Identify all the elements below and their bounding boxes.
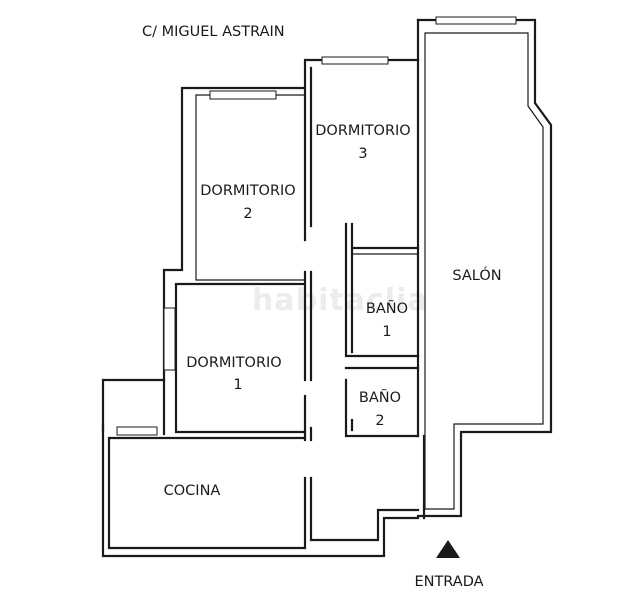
room-label-dormitorio1: DORMITORIO [186,355,281,371]
salon-inner-wall [424,32,544,510]
bano1-walls [344,222,420,358]
salon-window [435,16,517,25]
bano2-walls [344,366,420,438]
room-label-dormitorio3-number: 3 [358,146,367,162]
watermark: habitaclia [252,283,429,318]
room-label-bano1: BAÑO [366,300,408,317]
entrance-label: ENTRADA [414,574,483,590]
dormitorio1-window [163,307,176,371]
cocina-walls [101,422,420,558]
cocina-window [116,426,158,436]
dormitorio2-window [209,90,277,100]
room-label-bano2: BAÑO [359,389,401,406]
room-label-bano2-number: 2 [375,413,384,429]
salon-walls [416,18,553,518]
street-label: C/ MIGUEL ASTRAIN [142,24,285,40]
room-label-dormitorio3: DORMITORIO [315,123,410,139]
room-label-dormitorio2: DORMITORIO [200,183,295,199]
room-label-salon: SALÓN [452,266,501,284]
room-label-cocina: COCINA [164,483,221,499]
room-label-dormitorio2-number: 2 [243,206,252,222]
terrace-walls [101,378,166,432]
dormitorio3-window [321,56,389,65]
room-label-bano1-number: 1 [382,324,391,340]
dormitorio1-walls [174,282,307,434]
entrance-triangle-icon [436,540,460,558]
room-label-dormitorio1-number: 1 [233,377,242,393]
